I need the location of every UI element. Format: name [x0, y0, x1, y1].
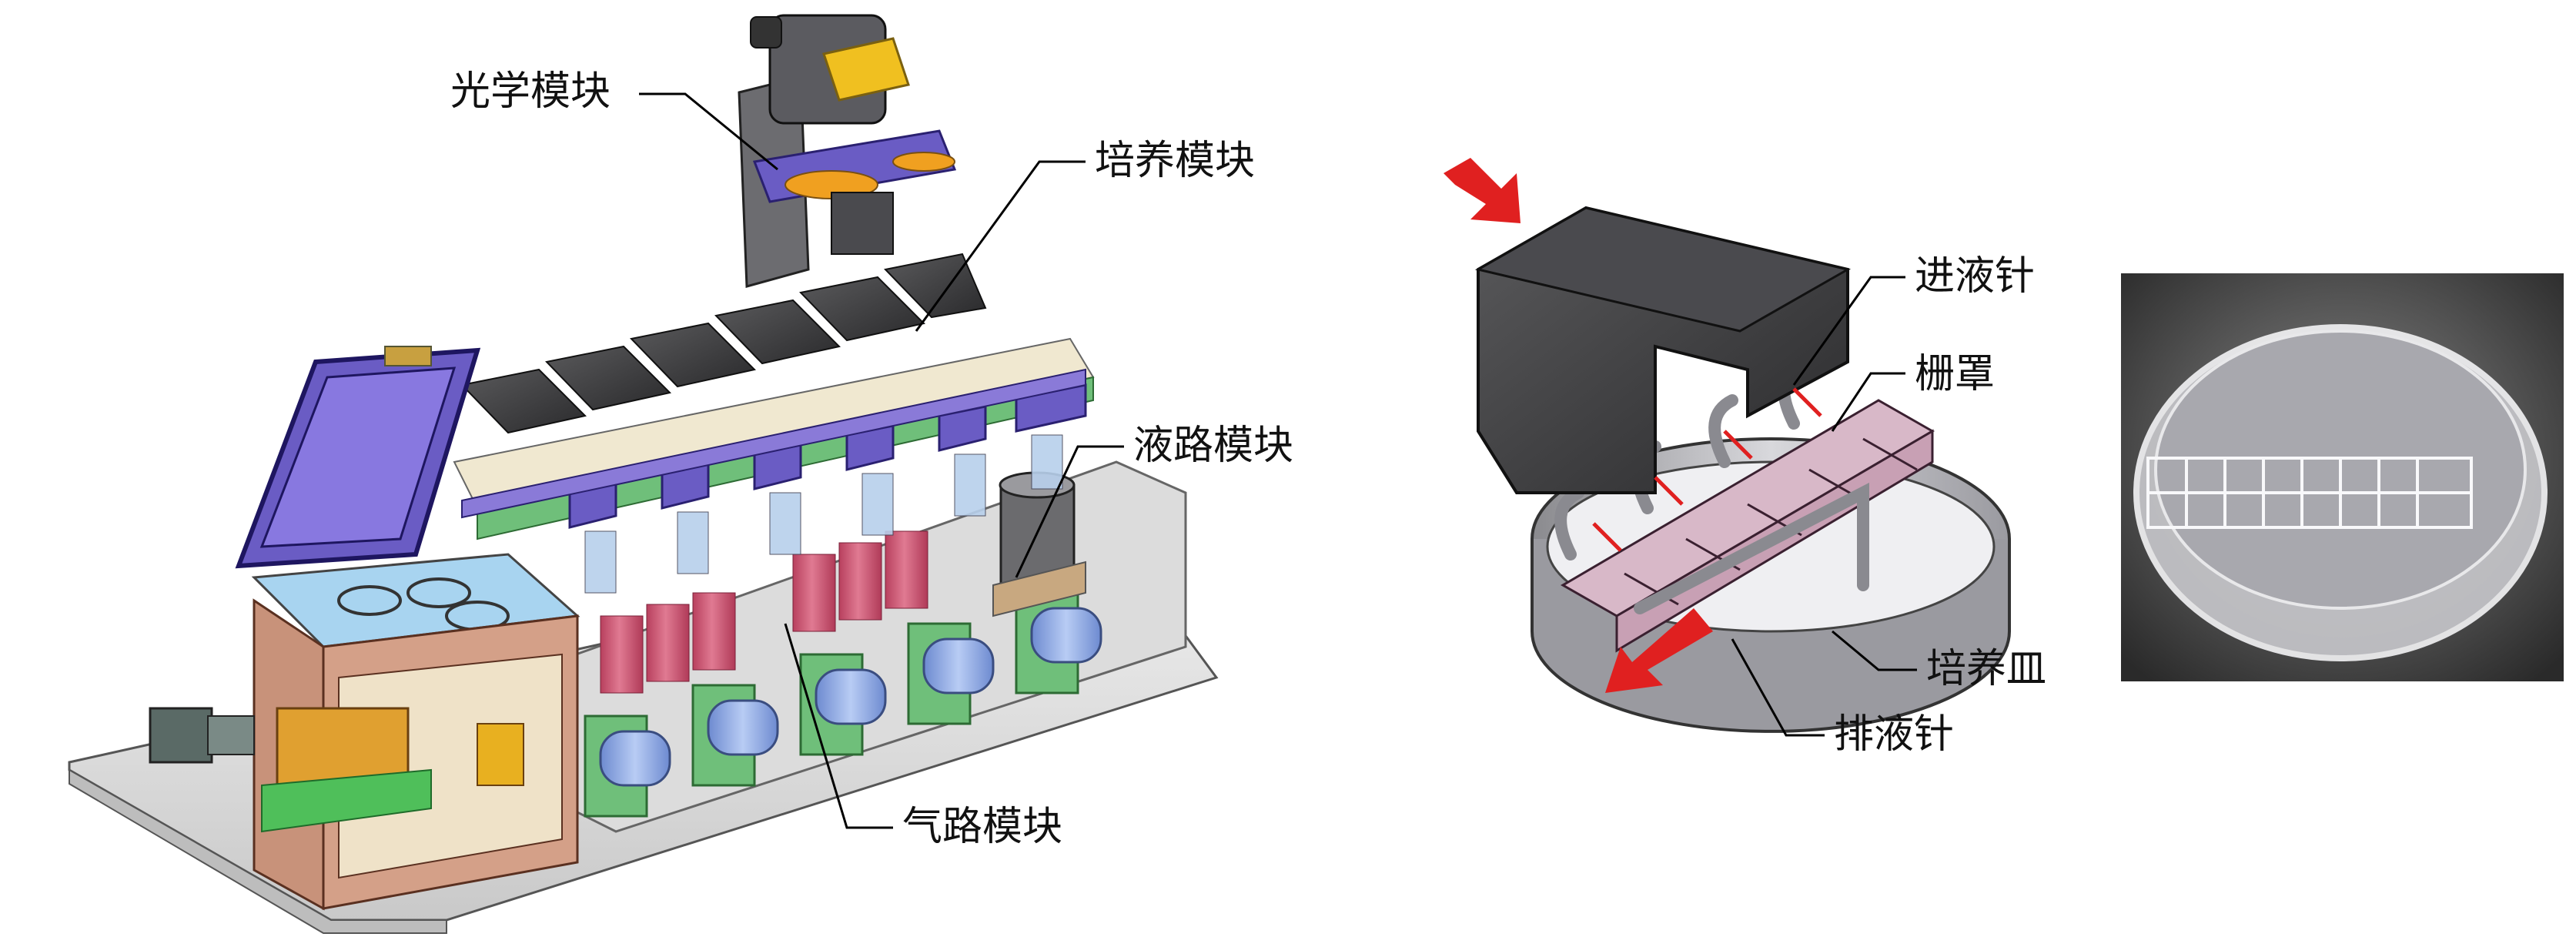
fluid-module-cylinder — [992, 471, 1086, 617]
culture-module-row — [453, 337, 1095, 594]
label-outlet-needle: 排液针 — [1834, 711, 1955, 758]
dish-photo — [2121, 273, 2564, 681]
label-optical-module: 光学模块 — [450, 69, 611, 115]
leader-lines-left — [639, 92, 1124, 829]
instrument-illustration — [68, 14, 1219, 934]
label-grid-cover: 栅罩 — [1915, 351, 1996, 397]
manifold-block — [1474, 206, 1852, 494]
leader-lines-middle — [1731, 276, 1917, 737]
label-inlet-needle: 进液针 — [1915, 253, 2036, 300]
label-fluid-module: 液路模块 — [1133, 423, 1294, 469]
label-culture-module: 培养模块 — [1095, 138, 1256, 184]
dish-schematic — [1444, 158, 2011, 737]
incubator-lid — [235, 346, 481, 569]
gas-module-row — [584, 591, 1102, 818]
inflow-arrow — [1444, 158, 1521, 223]
control-box — [149, 553, 580, 911]
flow-arrows — [1444, 158, 1822, 693]
label-dish: 培养皿 — [1926, 646, 2047, 692]
outflow-arrow — [1605, 608, 1713, 693]
fluid-reservoirs — [600, 530, 928, 694]
label-gas-module: 气路模块 — [902, 804, 1063, 850]
optical-module — [738, 14, 957, 288]
